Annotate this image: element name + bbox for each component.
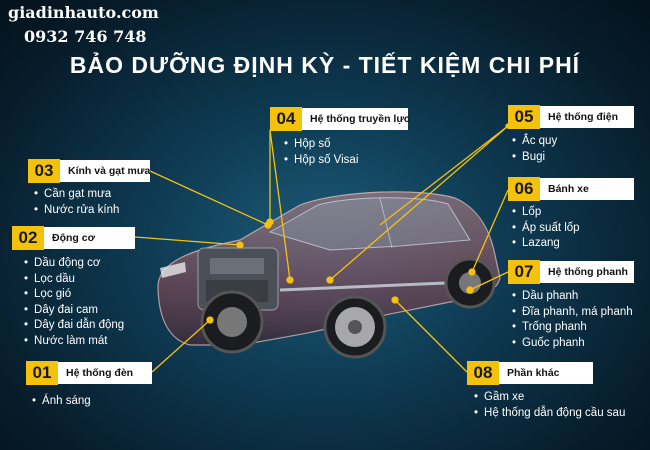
section-number: 08: [467, 361, 499, 385]
section-title: Phần khác: [507, 367, 560, 379]
list-item: Ắc quy: [512, 134, 557, 150]
list-item: Bugi: [512, 150, 557, 166]
section-01-label: 01 Hệ thống đèn: [26, 361, 152, 385]
section-02-items: Dầu động cơ Lọc dầu Lọc gió Dây đai cam …: [24, 256, 124, 349]
section-number: 01: [26, 361, 58, 385]
section-06-items: Lốp Áp suất lốp Lazang: [512, 205, 580, 252]
phone-number: 0932 746 748: [24, 27, 147, 46]
list-item: Trống phanh: [512, 320, 633, 336]
section-title: Hệ thống điện: [548, 111, 618, 123]
list-item: Guốc phanh: [512, 336, 633, 352]
section-title: Động cơ: [52, 232, 96, 244]
list-item: Dầu động cơ: [24, 256, 124, 272]
section-05-label: 05 Hệ thống điện: [508, 105, 634, 129]
site-logo-text: giadinhauto.com: [8, 3, 159, 22]
section-03-items: Cần gạt mưa Nước rửa kính: [34, 187, 119, 218]
section-title: Hệ thống phanh: [548, 266, 628, 278]
section-title: Kính và gạt mưa: [68, 165, 151, 177]
list-item: Hộp số Visai: [284, 153, 358, 169]
list-item: Lazang: [512, 236, 580, 252]
section-03-label: 03 Kính và gạt mưa: [28, 159, 150, 183]
section-07-items: Dầu phanh Đĩa phanh, má phanh Trống phan…: [512, 289, 633, 351]
section-number: 04: [270, 107, 302, 131]
section-04-items: Hộp số Hộp số Visai: [284, 137, 358, 168]
section-06-label: 06 Bánh xe: [508, 177, 634, 201]
list-item: Lọc dầu: [24, 272, 124, 288]
section-01-items: Ánh sáng: [32, 394, 91, 410]
list-item: Hộp số: [284, 137, 358, 153]
section-title: Bánh xe: [548, 183, 589, 195]
section-number: 03: [28, 159, 60, 183]
list-item: Cần gạt mưa: [34, 187, 119, 203]
list-item: Nước rửa kính: [34, 203, 119, 219]
section-title: Hệ thống truyền lực: [310, 113, 410, 125]
list-item: Hệ thống dẫn động cầu sau: [474, 406, 625, 422]
section-05-items: Ắc quy Bugi: [512, 134, 557, 165]
section-08-items: Gầm xe Hệ thống dẫn động cầu sau: [474, 390, 625, 421]
section-02-label: 02 Động cơ: [12, 226, 135, 250]
section-number: 05: [508, 105, 540, 129]
section-number: 06: [508, 177, 540, 201]
list-item: Gầm xe: [474, 390, 625, 406]
section-08-label: 08 Phần khác: [467, 361, 593, 385]
list-item: Dầu phanh: [512, 289, 633, 305]
section-number: 07: [508, 260, 540, 284]
list-item: Dây đai cam: [24, 303, 124, 319]
section-number: 02: [12, 226, 44, 250]
list-item: Đĩa phanh, má phanh: [512, 305, 633, 321]
list-item: Dây đai dẫn động: [24, 318, 124, 334]
section-07-label: 07 Hệ thống phanh: [508, 260, 634, 284]
list-item: Áp suất lốp: [512, 221, 580, 237]
list-item: Ánh sáng: [32, 394, 91, 410]
section-04-label: 04 Hệ thống truyền lực: [270, 107, 410, 131]
list-item: Lọc gió: [24, 287, 124, 303]
list-item: Lốp: [512, 205, 580, 221]
section-title: Hệ thống đèn: [66, 367, 134, 379]
list-item: Nước làm mát: [24, 334, 124, 350]
page-title: BẢO DƯỠNG ĐỊNH KỲ - TIẾT KIỆM CHI PHÍ: [69, 52, 581, 78]
